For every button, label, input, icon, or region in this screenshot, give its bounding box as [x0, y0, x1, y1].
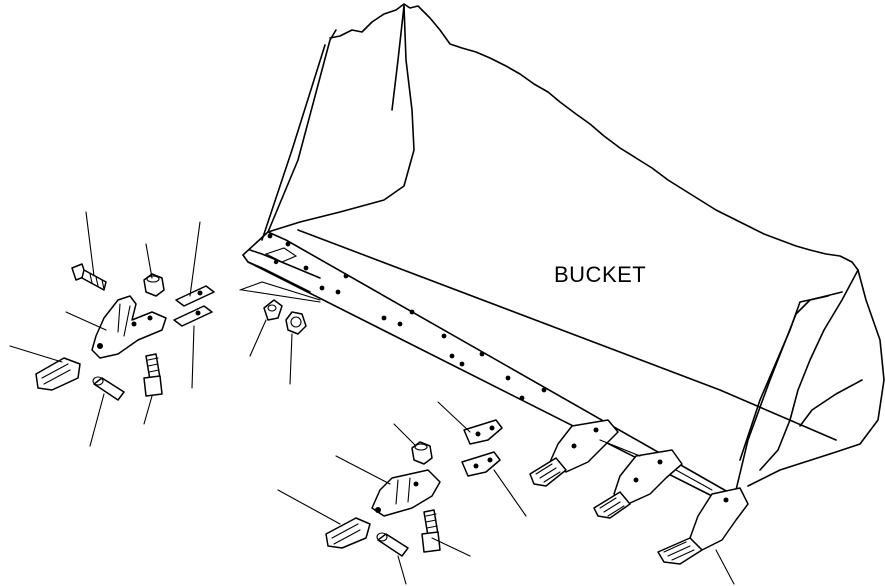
shim-lower-lower: [461, 451, 501, 477]
mounted-tooth-center: [529, 419, 619, 487]
nut-lower: [411, 441, 433, 465]
bolt-upper: [71, 263, 107, 291]
washer-lock: [263, 299, 283, 321]
tooth-point-lower: [325, 517, 371, 549]
bolt-vertical-lower: [421, 509, 441, 553]
bucket-label: BUCKET: [554, 262, 647, 287]
bolt-vertical-left: [143, 353, 163, 397]
pin-lower: [376, 532, 409, 557]
adapter-lower: [371, 469, 441, 517]
nut-upper: [143, 273, 165, 297]
shim-lower-upper: [463, 419, 503, 445]
bucket-body: [239, 3, 885, 501]
corner-adapter-left: [91, 295, 167, 359]
shim-plates: [173, 285, 215, 327]
leader-lines: [9, 211, 735, 585]
mounted-tooth-right: [593, 449, 683, 519]
nut-side: [285, 311, 307, 335]
mounted-corner-tooth: [657, 487, 749, 565]
pin-left: [92, 376, 125, 401]
tooth-point-left: [35, 357, 81, 391]
edge-cover-lines: [599, 439, 713, 491]
